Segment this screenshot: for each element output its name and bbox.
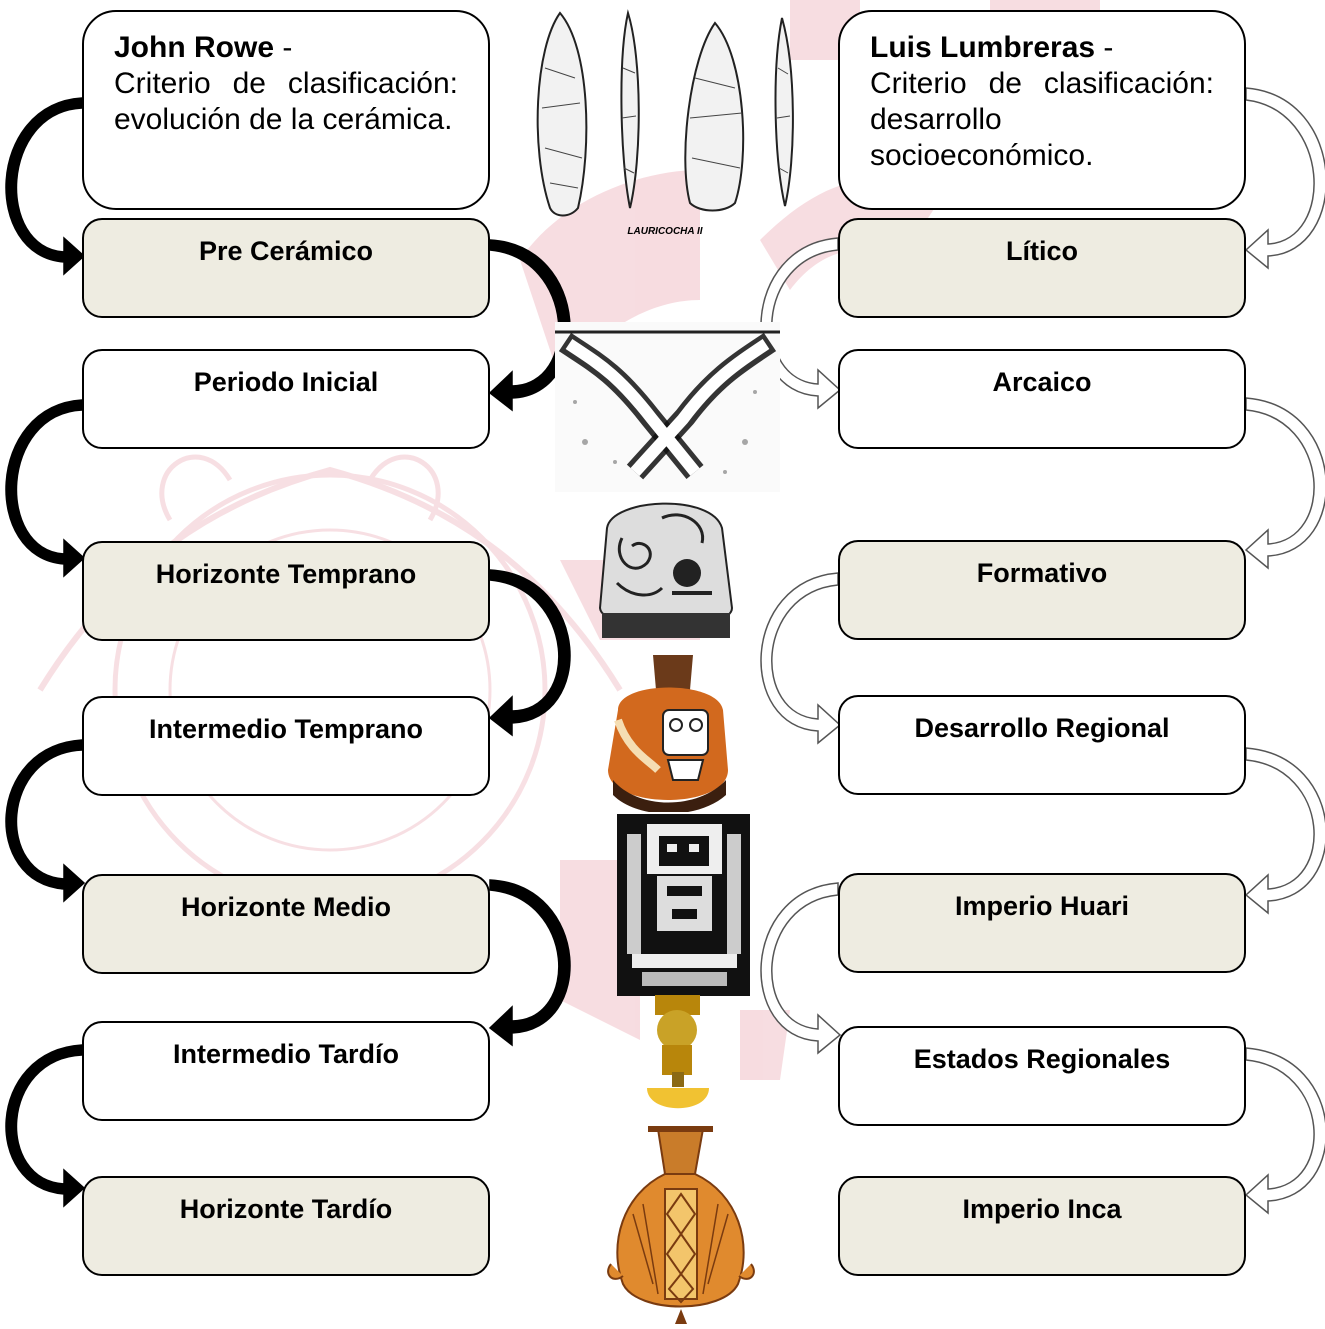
rowe-period-5: Horizonte Medio — [82, 874, 490, 974]
rowe-period-6: Intermedio Tardío — [82, 1021, 490, 1121]
lumbreras-period-2: Arcaico — [838, 349, 1246, 449]
rowe-period-4: Intermedio Temprano — [82, 696, 490, 796]
nazca-vessel-image — [598, 650, 740, 812]
gate-of-sun-image — [617, 814, 750, 996]
lumbreras-criterion: Criterio de clasificación: desarrollo so… — [870, 67, 1214, 172]
rowe-dash: - — [274, 31, 292, 64]
rowe-period-3: Horizonte Temprano — [82, 541, 490, 641]
rowe-period-7: Horizonte Tardío — [82, 1176, 490, 1276]
crossed-hands-image — [555, 322, 780, 492]
rowe-header-box: John Rowe - Criterio de clasificación: e… — [82, 10, 490, 210]
inca-aryballo-image — [603, 1124, 759, 1329]
rowe-period-1: Pre Cerámico — [82, 218, 490, 318]
lumbreras-name: Luis Lumbreras — [870, 31, 1095, 64]
stone-points-image — [520, 8, 810, 223]
rowe-name: John Rowe — [114, 31, 274, 64]
lumbreras-period-4: Desarrollo Regional — [838, 695, 1246, 795]
stone-head-image — [592, 488, 737, 640]
rowe-criterion: Criterio de clasificación: evolución de … — [114, 67, 458, 136]
lumbreras-period-3: Formativo — [838, 540, 1246, 640]
lumbreras-period-7: Imperio Inca — [838, 1176, 1246, 1276]
tumi-knife-image — [637, 990, 722, 1115]
lumbreras-header-box: Luis Lumbreras - Criterio de clasificaci… — [838, 10, 1246, 210]
rowe-period-2: Periodo Inicial — [82, 349, 490, 449]
lumbreras-period-1: Lítico — [838, 218, 1246, 318]
lumbreras-period-6: Estados Regionales — [838, 1026, 1246, 1126]
lumbreras-period-5: Imperio Huari — [838, 873, 1246, 973]
image-caption: LAURICOCHA II — [600, 226, 730, 237]
lumbreras-dash: - — [1095, 31, 1113, 64]
